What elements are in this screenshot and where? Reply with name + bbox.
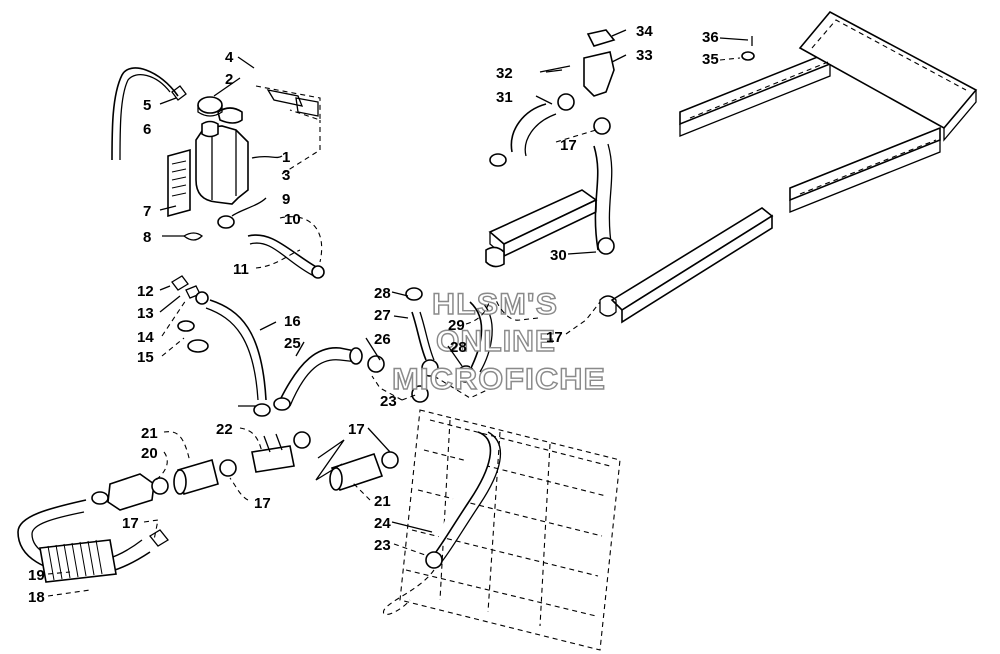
- callout-7: 7: [143, 203, 151, 220]
- callout-12: 12: [137, 283, 154, 300]
- frame-rails: [679, 10, 978, 213]
- callout-9: 9: [282, 191, 290, 208]
- callout-17d: 17: [560, 137, 577, 154]
- callout-35: 35: [702, 51, 719, 68]
- callout-8: 8: [143, 229, 151, 246]
- callout-labels: 1 2 3 4 5 6 7 8 9 10 11 12 13 14 15 16 1…: [28, 23, 719, 606]
- callout-23a: 23: [380, 393, 397, 410]
- callout-29: 29: [448, 317, 465, 334]
- callout-31: 31: [496, 89, 513, 106]
- callout-23b: 23: [374, 537, 391, 554]
- callout-28b: 28: [450, 339, 467, 356]
- callout-25: 25: [284, 335, 301, 352]
- callout-19: 19: [28, 567, 45, 584]
- callout-34: 34: [636, 23, 653, 40]
- callout-21b: 21: [374, 493, 391, 510]
- callout-6: 6: [143, 121, 151, 138]
- callout-17a: 17: [254, 495, 271, 512]
- coolant-tank: [167, 96, 249, 218]
- callout-1: 1: [282, 149, 290, 166]
- callout-3: 3: [282, 167, 290, 184]
- callout-14: 14: [137, 329, 154, 346]
- watermark: HLSM'S ONLINE MICROFICHE: [391, 287, 606, 396]
- callout-33: 33: [636, 47, 653, 64]
- callout-28a: 28: [374, 285, 391, 302]
- overflow-hose: [111, 67, 179, 161]
- callout-10: 10: [284, 211, 301, 228]
- callout-17c: 17: [348, 421, 365, 438]
- callout-20: 20: [141, 445, 158, 462]
- callout-2: 2: [225, 71, 233, 88]
- callout-13: 13: [137, 305, 154, 322]
- callout-21a: 21: [141, 425, 158, 442]
- watermark-line-3: MICROFICHE: [392, 363, 606, 396]
- callout-11: 11: [233, 261, 249, 278]
- callout-18: 18: [28, 589, 45, 606]
- callout-15: 15: [137, 349, 154, 366]
- drawing-linework: [17, 10, 978, 651]
- callout-24: 24: [374, 515, 391, 532]
- callout-36: 36: [702, 29, 719, 46]
- callout-30: 30: [550, 247, 567, 264]
- callout-26: 26: [374, 331, 391, 348]
- callout-22: 22: [216, 421, 233, 438]
- callout-27: 27: [374, 307, 391, 324]
- leader-lines: [47, 29, 749, 597]
- callout-4: 4: [225, 49, 234, 66]
- callout-17e: 17: [546, 329, 563, 346]
- callout-17b: 17: [122, 515, 139, 532]
- watermark-line-1: HLSM'S: [432, 288, 558, 321]
- callout-16: 16: [284, 313, 301, 330]
- callout-5: 5: [143, 97, 151, 114]
- callout-32: 32: [496, 65, 513, 82]
- watermark-line-2: ONLINE: [436, 325, 556, 358]
